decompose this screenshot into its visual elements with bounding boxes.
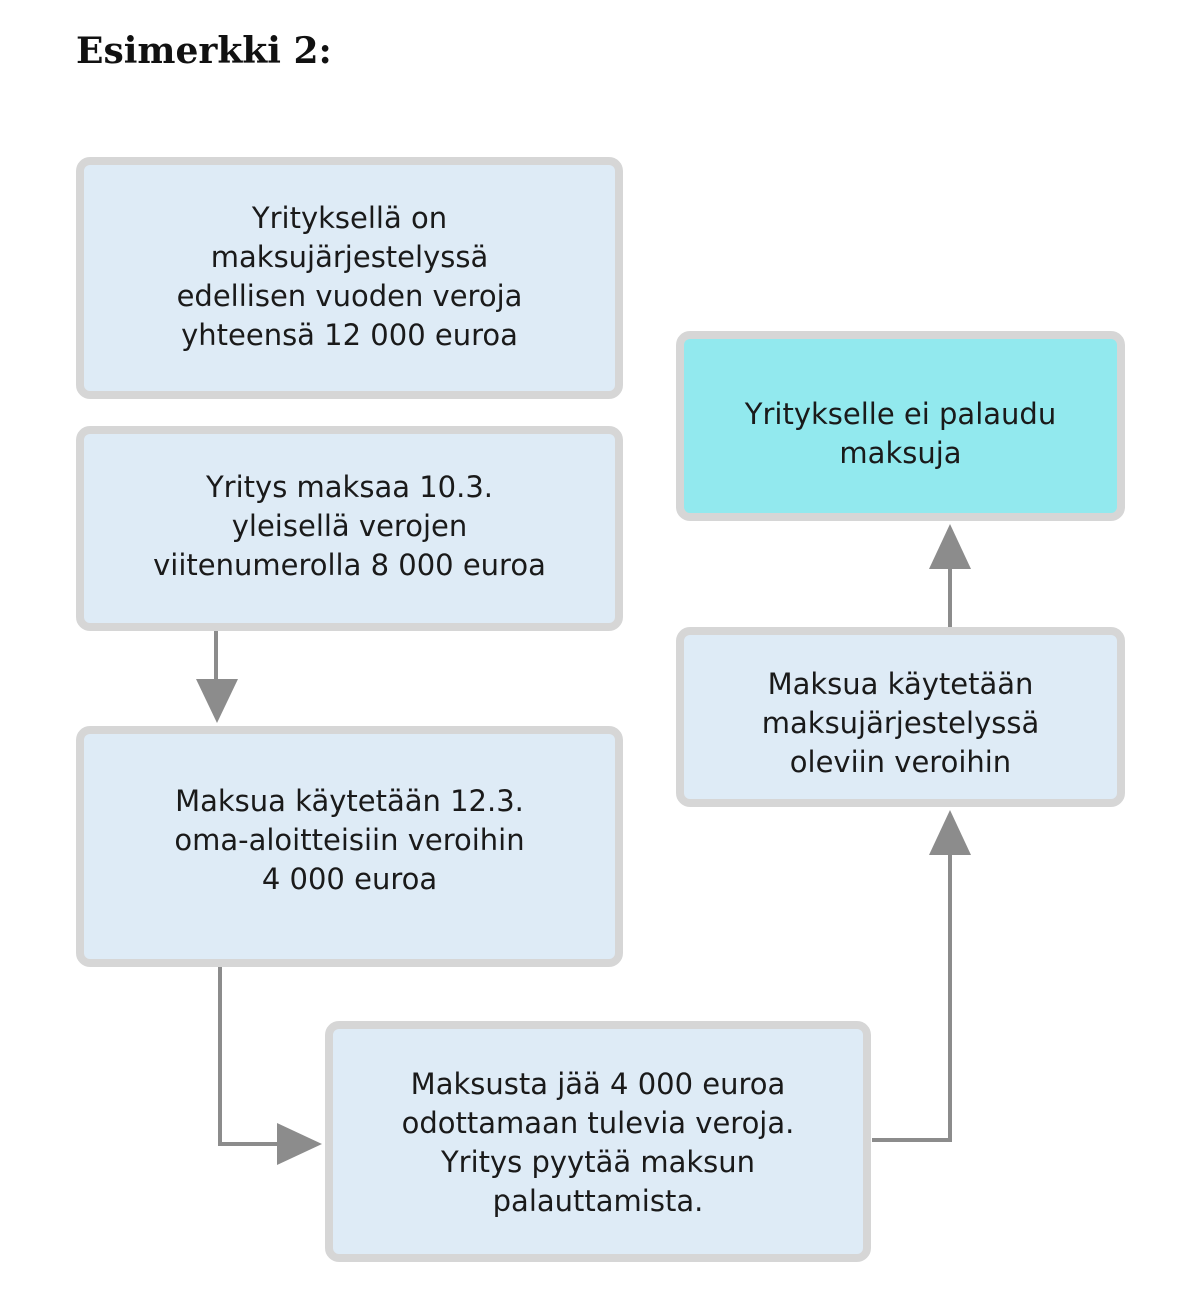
box-used-own: Maksua käytetään 12.3. oma-aloitteisiin … bbox=[76, 726, 623, 967]
arrow-remaining-to-arrangement bbox=[872, 850, 952, 1142]
arrow-used-own-to-remaining bbox=[218, 966, 285, 1146]
box-payment: Yritys maksaa 10.3. yleisellä verojen vi… bbox=[76, 426, 623, 631]
arrowhead-up bbox=[929, 810, 971, 855]
box-debt: Yrityksellä on maksujärjestelyssä edelli… bbox=[76, 157, 623, 399]
arrowhead-right bbox=[277, 1123, 322, 1165]
page-title: Esimerkki 2: bbox=[76, 30, 332, 72]
arrowhead-up bbox=[929, 524, 971, 569]
box-text: Maksua käytetään 12.3. oma-aloitteisiin … bbox=[174, 784, 525, 896]
box-result: Yritykselle ei palaudu maksuja bbox=[676, 331, 1125, 521]
box-text: Yrityksellä on maksujärjestelyssä edelli… bbox=[176, 201, 523, 352]
box-used-arrangement: Maksua käytetään maksujärjestelyssä olev… bbox=[676, 627, 1125, 807]
box-text: Maksusta jää 4 000 euroa odottamaan tule… bbox=[401, 1067, 795, 1218]
box-remaining: Maksusta jää 4 000 euroa odottamaan tule… bbox=[325, 1021, 871, 1262]
arrowhead-down bbox=[196, 679, 238, 723]
box-text: Yritys maksaa 10.3. yleisellä verojen vi… bbox=[153, 470, 546, 582]
box-text: Yritykselle ei palaudu maksuja bbox=[744, 397, 1057, 470]
box-text: Maksua käytetään maksujärjestelyssä olev… bbox=[761, 667, 1040, 779]
